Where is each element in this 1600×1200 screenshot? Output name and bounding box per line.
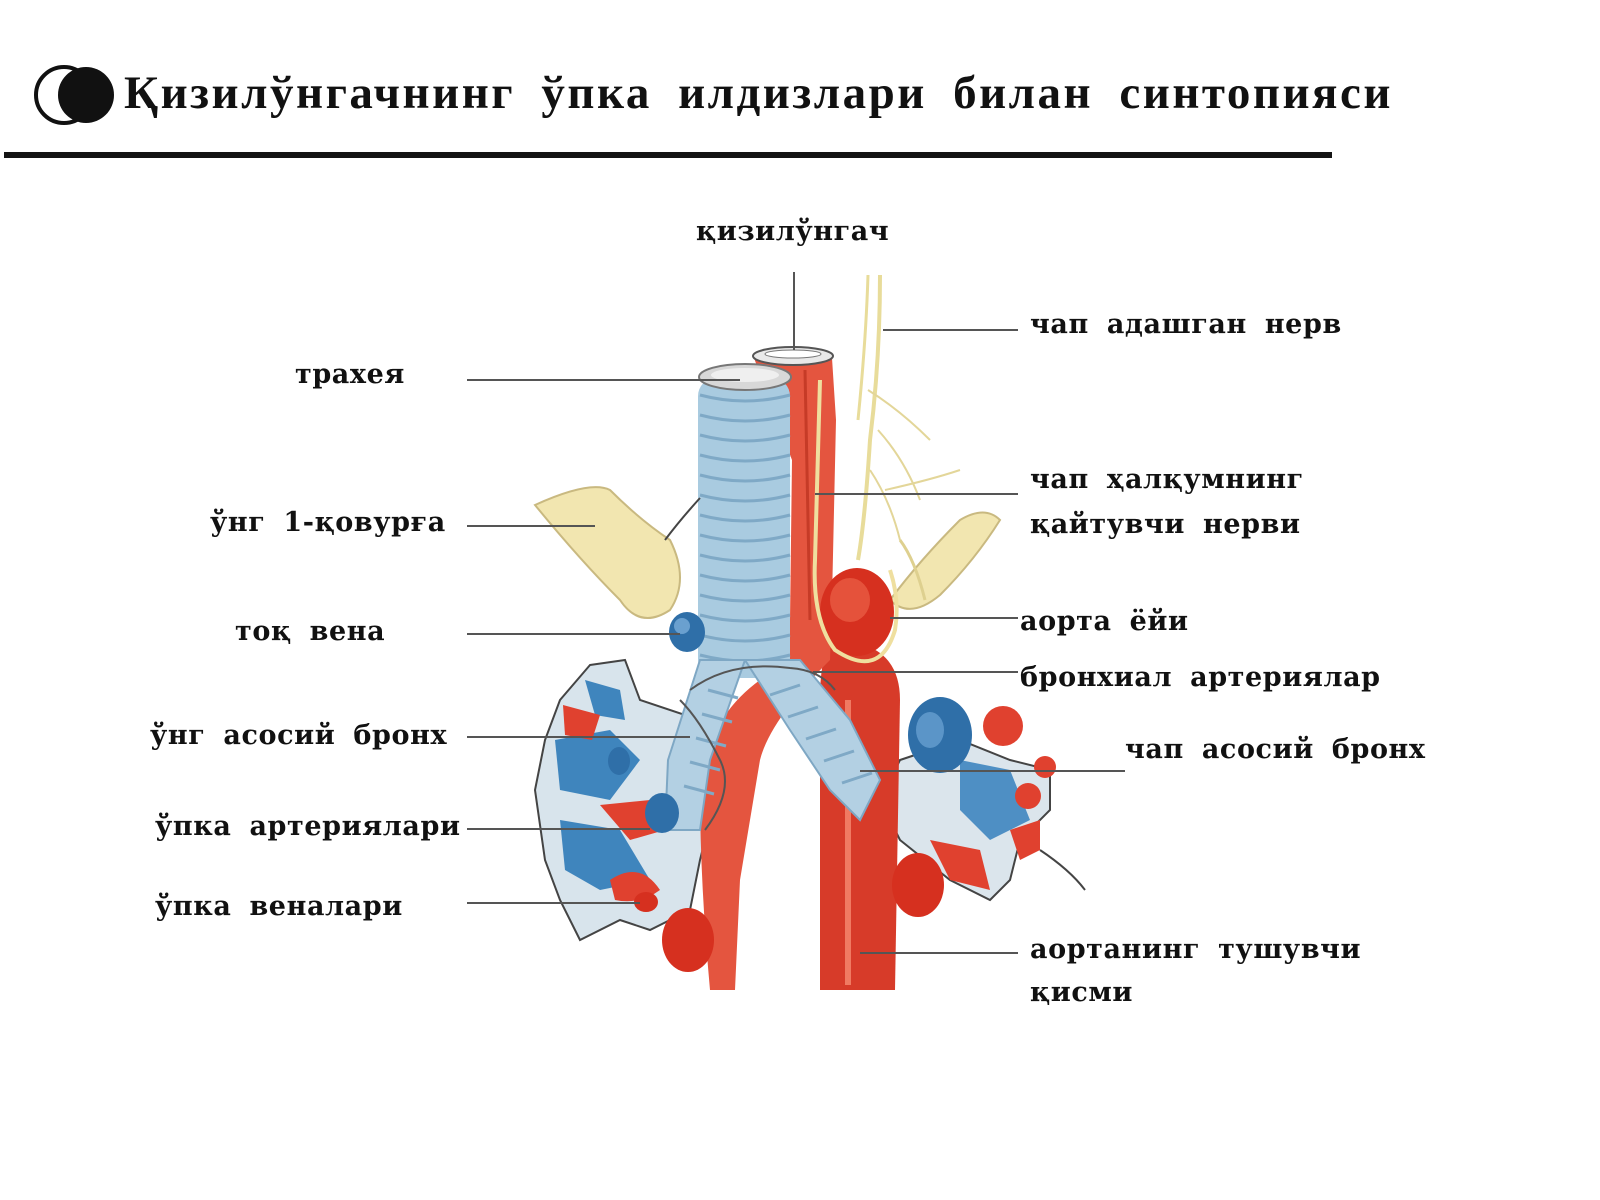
trachea-ring: [699, 393, 791, 403]
title-bar: Қизилўнгачнинг ўпка илдизлари билан синт…: [30, 58, 1570, 138]
bronchus-ring: [683, 784, 715, 796]
label-left-recurrent-nerve-line1: чап ҳалқумнинг: [1030, 464, 1304, 495]
label-bronchial-arteries: бронхиал артериялар: [1020, 662, 1381, 693]
bronchus-ring: [689, 760, 721, 772]
page-title: Қизилўнгачнинг ўпка илдизлари билан синт…: [124, 67, 1393, 119]
trachea-shape: [698, 378, 790, 678]
bronchus-ring: [769, 683, 801, 697]
label-left-main-bronchus: чап асосий бронх: [1125, 734, 1426, 765]
bronchus-ring: [805, 727, 837, 741]
label-pulmonary-arteries: ўпка артериялари: [155, 811, 461, 842]
bronchus-ring: [787, 705, 819, 719]
label-descending-aorta-line2: қисми: [1030, 977, 1134, 1008]
trachea-ring: [699, 493, 791, 503]
label-esophagus: қизилўнгач: [696, 216, 890, 247]
label-azygos-vein: тоқ вена: [235, 616, 386, 647]
label-trachea: трахея: [295, 359, 405, 390]
trachea-ring: [699, 513, 791, 523]
bronchus-ring: [841, 771, 873, 785]
left-recurrent-nerve-shape: [812, 379, 899, 664]
label-aortic-arch: аорта ёйи: [1020, 606, 1189, 637]
trachea-ring: [699, 413, 791, 423]
label-right-first-rib: ўнг 1-қовурға: [210, 507, 446, 538]
bronchus-ring: [701, 712, 733, 724]
left-vagus-nerve-shape: [856, 274, 882, 561]
trachea-ring: [699, 613, 791, 623]
left-lung-root: [878, 706, 1086, 902]
right-lung-root: [533, 658, 717, 942]
label-right-main-bronchus: ўнг асосий бронх: [150, 720, 448, 751]
label-descending-aorta-line1: аортанинг тушувчи: [1030, 934, 1362, 965]
label-left-vagus-nerve: чап адашган нерв: [1030, 309, 1342, 340]
right-rib-shape: [533, 486, 681, 619]
trachea-ring: [699, 433, 791, 443]
trachea-ring: [699, 533, 791, 543]
trachea-ring: [699, 453, 791, 463]
trachea-ring: [699, 573, 791, 583]
left-rib-shape: [888, 511, 1002, 610]
bronchus-ring: [823, 749, 855, 763]
bronchus-ring: [707, 688, 739, 700]
label-pulmonary-veins: ўпка веналари: [155, 891, 403, 922]
left-main-bronchus-shape: [743, 659, 882, 822]
trachea-ring: [699, 473, 791, 483]
trachea-ring: [699, 553, 791, 563]
title-divider: [4, 152, 1332, 158]
label-left-recurrent-nerve-line2: қайтувчи нерви: [1030, 509, 1301, 540]
trachea-ring: [699, 633, 791, 643]
trachea-ring: [699, 593, 791, 603]
circle-bullet-icon: [34, 65, 114, 125]
leader-lines: [467, 272, 1125, 954]
